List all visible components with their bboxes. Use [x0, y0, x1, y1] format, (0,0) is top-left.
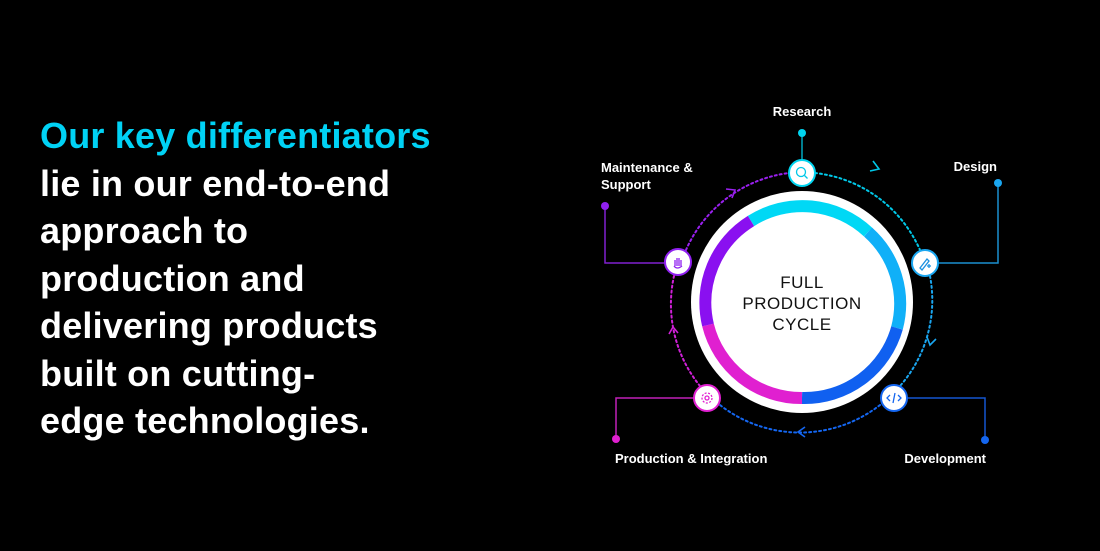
- stage-label-maintenance: Maintenance &: [601, 160, 693, 175]
- stage-label-development: Development: [904, 451, 986, 466]
- headline-line: approach to: [40, 210, 249, 251]
- connector-maintenance: [604, 206, 665, 264]
- orbit-arc-design-development: [899, 275, 934, 387]
- orbit-arc-maintenance-research: [685, 172, 790, 251]
- node-development[interactable]: [880, 384, 908, 412]
- headline-line: production and: [40, 257, 305, 299]
- connector-design: [938, 183, 999, 264]
- endpoint-dots: [601, 129, 1002, 444]
- headline-highlight: Our key differentiators: [40, 115, 431, 156]
- arrow-icon: [725, 188, 737, 199]
- headline: Our key differentiators lie in our end-t…: [40, 112, 431, 445]
- orbit-arc-research-design: [814, 172, 921, 251]
- headline-line: built on cutting-: [40, 352, 316, 394]
- headline-line: edge technologies.: [40, 400, 370, 441]
- headline-line: delivering products: [40, 305, 378, 346]
- arrow-icon: [926, 336, 937, 347]
- headline-line: lie in our end-to-end: [40, 162, 391, 204]
- arrow-icon: [668, 325, 679, 335]
- arrow-icon: [796, 426, 806, 438]
- code-icon: [886, 392, 902, 404]
- connector-development: [906, 397, 986, 440]
- pencil-icon: [919, 258, 931, 271]
- stage-label-maintenance-line2: Support: [601, 177, 651, 192]
- search-icon: [795, 166, 808, 179]
- node-maintenance[interactable]: [664, 248, 692, 276]
- stage-label-production: Production & Integration: [615, 451, 767, 466]
- stage-label-design: Design: [954, 159, 997, 174]
- progress-ring: [699, 200, 907, 405]
- center-title-line: FULL: [780, 273, 824, 292]
- hand-icon: [673, 258, 683, 269]
- arrow-icon: [869, 160, 881, 172]
- connector-production: [615, 397, 694, 439]
- center-title-line: CYCLE: [772, 315, 831, 334]
- node-research[interactable]: [788, 159, 816, 187]
- stage-label-research: Research: [773, 104, 832, 119]
- node-design[interactable]: [911, 249, 939, 277]
- gear-icon: [701, 392, 713, 404]
- center-title-line: PRODUCTION: [742, 294, 861, 313]
- node-production[interactable]: [693, 384, 721, 412]
